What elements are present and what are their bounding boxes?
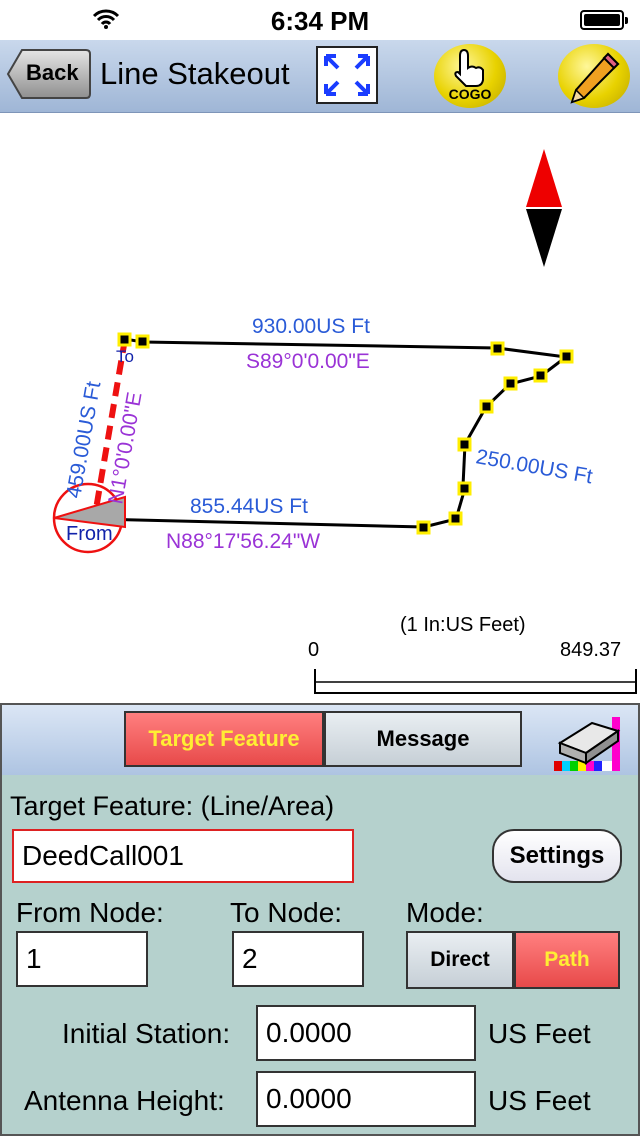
pointing-hand-icon <box>454 48 484 87</box>
eraser-icon[interactable] <box>552 713 626 773</box>
tab-message[interactable]: Message <box>324 711 522 767</box>
status-time: 6:34 PM <box>270 6 370 36</box>
label-bottom-bearing: N88°17'56.24"W <box>166 530 320 553</box>
current-position-marker <box>52 482 126 554</box>
expand-icon <box>324 54 370 96</box>
zoom-extents-button[interactable] <box>316 46 378 104</box>
label-right-distance: 250.00US Ft <box>474 445 594 488</box>
from-node-label: From Node: <box>16 897 164 928</box>
target-feature-input[interactable]: DeedCall001 <box>12 829 354 883</box>
label-top-bearing: S89°0'0.00"E <box>246 350 370 373</box>
back-button[interactable]: Back <box>6 48 92 100</box>
initial-station-unit: US Feet <box>488 1018 591 1049</box>
battery-icon <box>580 10 628 30</box>
mode-direct-button[interactable]: Direct <box>406 931 514 989</box>
scale-bar <box>314 669 637 694</box>
label-to: To <box>116 347 134 366</box>
map-view[interactable]: 930.00US Ft S89°0'0.00"E 250.00US Ft 855… <box>0 113 640 703</box>
scale-min: 0 <box>308 639 319 661</box>
cogo-button-label: COGO <box>448 86 492 102</box>
wifi-icon <box>92 9 120 29</box>
antenna-height-input[interactable]: 0.0000 <box>256 1071 476 1127</box>
panel-header: Target Feature Message <box>2 705 638 775</box>
from-node-input[interactable]: 1 <box>16 931 148 987</box>
scale-caption: (1 In:US Feet) <box>400 614 526 636</box>
mode-label: Mode: <box>406 897 484 928</box>
initial-station-input[interactable]: 0.0000 <box>256 1005 476 1061</box>
cogo-button[interactable]: COGO <box>434 44 506 108</box>
label-top-distance: 930.00US Ft <box>252 315 370 338</box>
edit-button[interactable] <box>558 44 630 108</box>
antenna-height-label: Antenna Height: <box>24 1085 225 1116</box>
initial-station-label: Initial Station: <box>62 1018 231 1049</box>
back-button-label: Back <box>26 60 79 85</box>
pencil-icon <box>570 52 620 104</box>
target-line <box>92 338 128 516</box>
north-arrow-icon <box>526 149 562 267</box>
to-node-input[interactable]: 2 <box>232 931 364 987</box>
stakeout-panel: Target Feature Message Target Feature: (… <box>0 703 640 1136</box>
target-feature-label: Target Feature: (Line/Area) <box>10 791 335 821</box>
to-node-label: To Node: <box>230 897 343 928</box>
settings-button[interactable]: Settings <box>492 829 622 883</box>
vertex-markers <box>117 332 574 535</box>
navigation-bar: Back Line Stakeout COGO <box>0 40 640 113</box>
map-canvas[interactable]: 930.00US Ft S89°0'0.00"E 250.00US Ft 855… <box>0 113 640 703</box>
label-from: From <box>66 523 113 545</box>
mode-path-button[interactable]: Path <box>514 931 620 989</box>
back-arrow-shape <box>6 49 91 99</box>
page-title: Line Stakeout <box>100 56 290 91</box>
antenna-height-unit: US Feet <box>488 1085 591 1116</box>
scale-max: 849.37 <box>560 639 621 661</box>
tab-target-feature[interactable]: Target Feature <box>124 711 324 767</box>
label-bottom-distance: 855.44US Ft <box>190 495 308 518</box>
status-bar: 6:34 PM <box>0 0 640 40</box>
